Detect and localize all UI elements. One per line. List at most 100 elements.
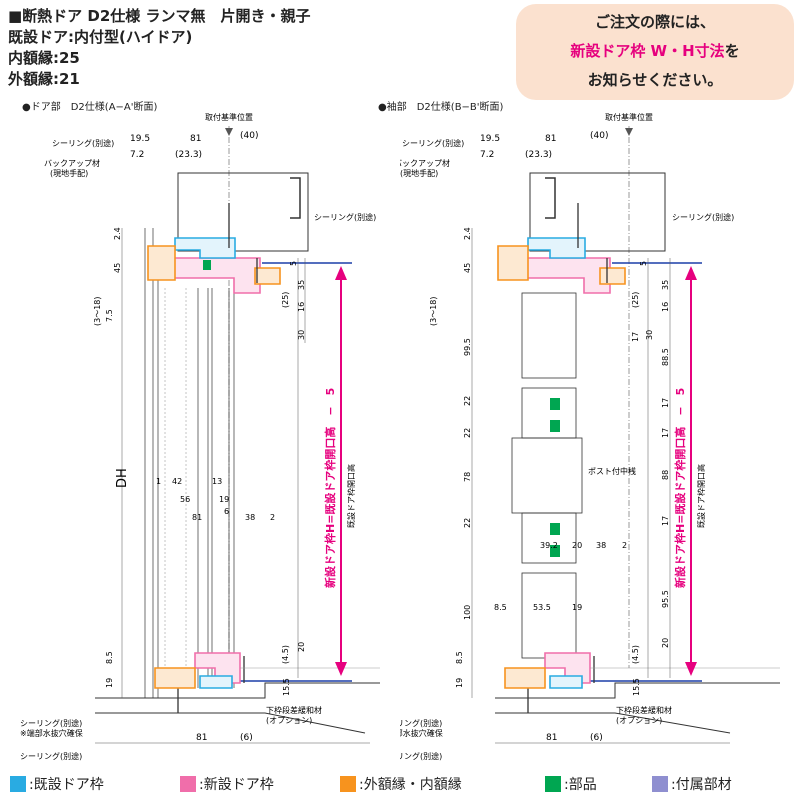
- left-door-leaf: [144, 228, 235, 698]
- notice-highlight: 新設ドア枠 W・H寸法: [570, 42, 725, 60]
- right-dim-19-5: 19.5: [480, 134, 500, 144]
- right-dim-45: 45: [463, 263, 472, 273]
- header-title: ■断熱ドア D2仕様 ランマ無 片開き・親子: [8, 7, 311, 25]
- right-ref-label: 取付基準位置: [605, 112, 653, 122]
- legend-label-parts: :部品: [564, 777, 597, 793]
- legend-item-parts: :部品: [545, 774, 597, 794]
- left-inner-dim-56: 56: [180, 495, 190, 504]
- legend-swatch-new: [180, 776, 196, 792]
- right-bottom-dim-81: 81: [546, 733, 557, 743]
- right-dim-35: 35: [661, 280, 670, 290]
- left-dim-45: 45: [113, 263, 122, 273]
- left-dim-16: 16: [297, 302, 306, 312]
- right-dim-23-3: (23.3): [525, 150, 552, 160]
- right-reference-arrow: [625, 128, 633, 136]
- right-dim-95-5: 95.5: [661, 590, 670, 608]
- right-slab-line: [495, 712, 731, 734]
- header-block: ■断熱ドア D2仕様 ランマ無 片開き・親子 既設ドア:内付型(ハイドア) 内額…: [8, 6, 311, 90]
- right-callout-sealing-1: シーリング(別途): [402, 138, 464, 148]
- left-dim-19: 19: [105, 678, 114, 688]
- color-legend: :既設ドア枠 :新設ドア枠 :外額縁・内額縁 :部品 :付属部材: [0, 770, 800, 798]
- right-callout-site: (現地手配): [400, 168, 438, 178]
- right-dim-22-a: 22: [463, 396, 472, 406]
- left-bottom-callout-option: (オプション): [266, 716, 312, 725]
- left-vertical-label: 新設ドア枠H=既設ドア枠開口高 − 5: [323, 388, 337, 588]
- left-pink-arrow-top: [335, 266, 347, 280]
- left-dim-23-3: (23.3): [175, 150, 202, 160]
- left-dim-81: 81: [190, 134, 201, 144]
- right-existing-wall: [529, 172, 666, 252]
- right-wall-hatch: [545, 177, 556, 219]
- right-dim-16: 16: [661, 302, 670, 312]
- left-callout-sealing-1: シーリング(別途): [52, 138, 114, 148]
- left-part-top: [203, 260, 211, 270]
- left-existing-top-frame: [174, 237, 236, 259]
- left-dim-20: 20: [297, 642, 306, 652]
- right-callout-sealing-2: シーリング(別途): [672, 212, 734, 222]
- notice-line-2-suffix: を: [724, 42, 740, 60]
- left-bottom-dim-6: (6): [240, 733, 253, 743]
- left-wall-hatch: [290, 177, 301, 219]
- right-bottom-callout-drain: ※端部水抜穴確保: [400, 728, 443, 738]
- legend-item-new-frame: :新設ドア枠: [180, 774, 274, 794]
- right-dim-99-5: 99.5: [463, 338, 472, 356]
- left-slab-line: [95, 712, 366, 734]
- legend-item-accessories: :付属部材: [652, 774, 732, 794]
- left-existing-label: 既設ドア枠開口高: [346, 464, 356, 528]
- left-dim-4-5: (4.5): [281, 645, 290, 664]
- right-post-label: ポスト付中桟: [588, 466, 636, 476]
- right-dim-17-b: 17: [661, 428, 670, 438]
- right-bottom-callout-sealing-2: シーリング(別途): [400, 751, 442, 761]
- right-dim-88-5: 88.5: [661, 348, 670, 366]
- right-dim-22-c: 22: [463, 518, 472, 528]
- right-bottom-dim-6: (6): [590, 733, 603, 743]
- legend-label-new: :新設ドア枠: [199, 777, 274, 793]
- right-inner-casing: [497, 245, 529, 281]
- right-dim-7-2: 7.2: [480, 150, 494, 160]
- left-inner-dim-6: 6: [224, 507, 229, 516]
- left-dim-40: (40): [240, 131, 258, 141]
- notice-line-1: ご注文の際には、: [594, 13, 715, 31]
- left-inner-dim-19: 19: [219, 495, 229, 504]
- right-bottom-callout-sealing: シーリング(別途): [400, 718, 442, 728]
- left-bottom-dim-81: 81: [196, 733, 207, 743]
- left-inner-dim-42: 42: [172, 477, 182, 486]
- left-bottom-callout-drain: ※端部水抜穴確保: [20, 728, 83, 738]
- left-callout-site: (現地手配): [50, 168, 88, 178]
- legend-swatch-parts: [545, 776, 561, 792]
- right-dim-100: 100: [463, 605, 472, 620]
- left-floor-line: [95, 682, 380, 699]
- legend-swatch-existing: [10, 776, 26, 792]
- left-dim-25: (25): [281, 292, 290, 308]
- legend-label-accessories: :付属部材: [671, 777, 732, 793]
- notice-line-3: お知らせください。: [587, 71, 723, 89]
- right-pink-arrow-top: [685, 266, 697, 280]
- right-green-parts: [550, 398, 560, 557]
- right-inner-dim-38: 38: [596, 541, 606, 550]
- right-inner-dim-8-5: 8.5: [494, 603, 507, 612]
- left-bottom-callout-ramp: 下枠段差緩和材: [266, 705, 322, 715]
- right-bottom-callout-ramp: 下枠段差緩和材: [616, 705, 672, 715]
- left-callout-backup: バックアップ材: [44, 158, 100, 168]
- left-dim-8-5: 8.5: [105, 651, 114, 664]
- right-dim-88: 88: [661, 470, 670, 480]
- left-callout-sealing-2: シーリング(別途): [314, 212, 376, 222]
- right-dim-5: 5: [639, 261, 648, 266]
- right-dim-19: 19: [455, 678, 464, 688]
- legend-item-casing: :外額縁・内額縁: [340, 774, 462, 794]
- left-inner-dim-81: 81: [192, 513, 202, 522]
- left-dim-3-18: (3〜18): [93, 296, 102, 326]
- left-pink-arrow-bottom: [335, 662, 347, 676]
- right-inner-dim-39-2: 39.2: [540, 541, 558, 550]
- right-dim-30: 30: [645, 330, 654, 340]
- right-dim-2-4: 2.4: [463, 227, 472, 240]
- right-floor-line: [495, 682, 780, 699]
- right-inner-dim-53-5: 53.5: [533, 603, 551, 612]
- legend-swatch-accessories: [652, 776, 668, 792]
- right-bottom-callout-option: (オプション): [616, 716, 662, 725]
- left-section-drawing: 取付基準位置 19.5 81 (40) 7.2 (23.3) シーリング(別途)…: [20, 112, 380, 761]
- left-dim-2-4: 2.4: [113, 227, 122, 240]
- left-dim-15-5: 15.5: [282, 678, 291, 696]
- header-outer-casing: 外額縁:21: [8, 70, 80, 88]
- left-bottom-casing: [154, 667, 196, 689]
